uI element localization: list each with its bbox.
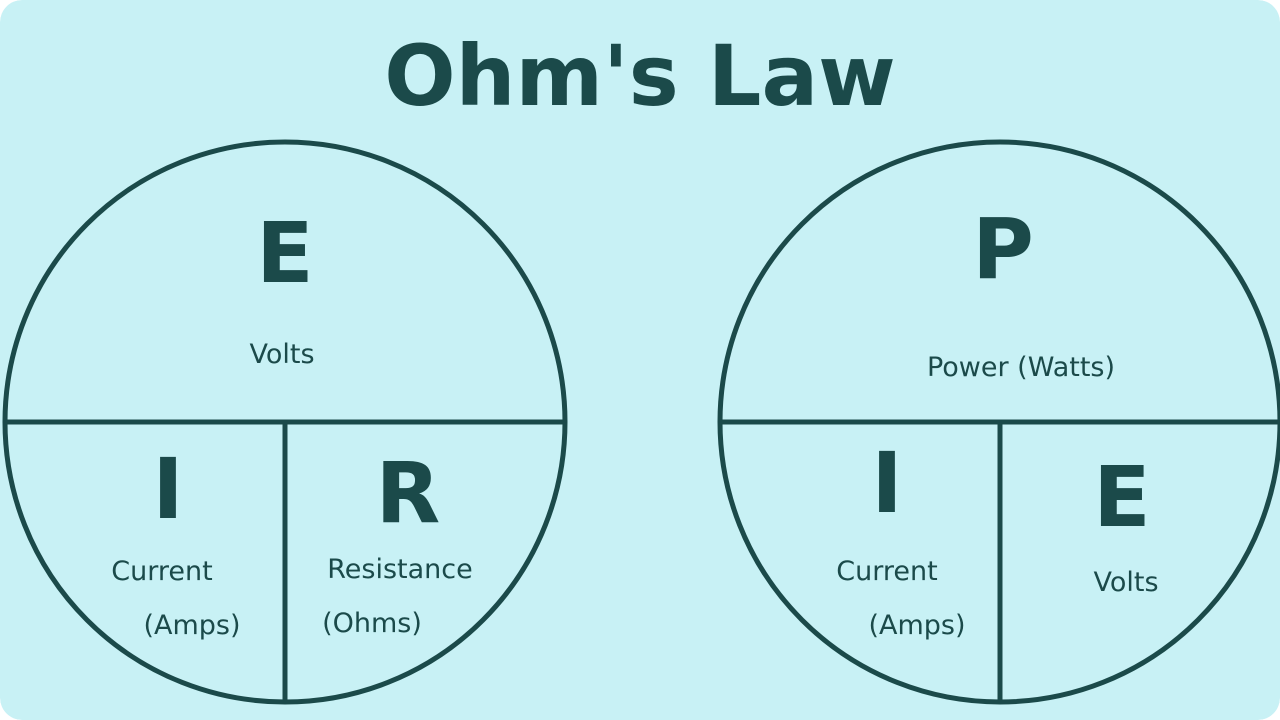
right-bottom-left-letter: I xyxy=(871,434,902,532)
right-bottom-left-label-line1: Current xyxy=(836,556,937,587)
left-top-label: Volts xyxy=(249,339,314,370)
left-top-letter: E xyxy=(256,204,313,302)
left-bottom-right-label-line2: (Ohms) xyxy=(322,608,422,639)
right-bottom-left-label-line2: (Amps) xyxy=(868,610,965,641)
left-bottom-left-label-line1: Current xyxy=(111,556,212,587)
right-circle-group: P Power (Watts) I Current (Amps) E Volts xyxy=(717,139,1280,705)
right-top-letter: P xyxy=(972,200,1034,298)
left-circle-group: E Volts I Current (Amps) R Resistance (O… xyxy=(2,139,568,705)
left-bottom-right-label-line1: Resistance xyxy=(327,554,473,585)
left-bottom-left-label-line2: (Amps) xyxy=(143,610,240,641)
diagram-title: Ohm's Law xyxy=(384,27,896,125)
right-bottom-right-letter: E xyxy=(1093,448,1150,546)
right-top-label: Power (Watts) xyxy=(927,352,1115,383)
left-bottom-left-letter: I xyxy=(152,440,183,538)
right-bottom-right-label: Volts xyxy=(1093,567,1158,598)
left-bottom-right-letter: R xyxy=(376,444,441,542)
